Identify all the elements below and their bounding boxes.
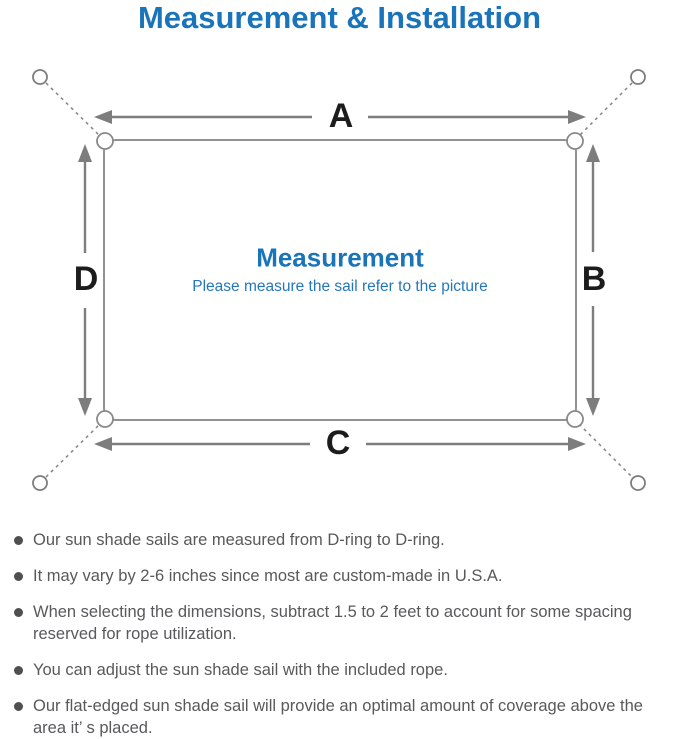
list-item: It may vary by 2-6 inches since most are… <box>14 565 670 587</box>
note-text: You can adjust the sun shade sail with t… <box>33 661 448 679</box>
bullet-dot-icon <box>14 702 23 711</box>
side-label-d: D <box>73 260 99 298</box>
arrow-a-left-head-icon <box>94 110 112 124</box>
anchor-bottom-right-icon <box>630 475 646 491</box>
page-title: Measurement & Installation <box>137 0 542 35</box>
note-text: Our sun shade sails are measured from D-… <box>33 531 445 549</box>
bullet-dot-icon <box>14 608 23 617</box>
side-label-a: A <box>328 97 354 135</box>
rope-top-left-line <box>45 82 101 137</box>
sail-outline <box>103 139 577 421</box>
note-text: Our flat-edged sun shade sail will provi… <box>33 697 643 737</box>
rope-lines <box>45 82 633 478</box>
d-ring-top-left-icon <box>96 132 114 150</box>
measure-arrows <box>78 110 600 451</box>
arrow-c-right-head-icon <box>568 437 586 451</box>
d-ring-bottom-right-icon <box>566 410 584 428</box>
rope-bottom-right-line <box>578 423 633 478</box>
bullet-dot-icon <box>14 666 23 675</box>
list-item: Our flat-edged sun shade sail will provi… <box>14 695 670 739</box>
anchor-bottom-left-icon <box>32 475 48 491</box>
side-label-c: C <box>325 424 351 462</box>
arrow-d-top-head-icon <box>78 144 92 162</box>
list-item: You can adjust the sun shade sail with t… <box>14 659 670 681</box>
d-ring-bottom-left-icon <box>96 410 114 428</box>
corner-d-rings <box>96 132 584 428</box>
notes-list: Our sun shade sails are measured from D-… <box>14 529 670 739</box>
side-label-b: B <box>581 260 607 298</box>
arrow-a-right-head-icon <box>568 110 586 124</box>
anchor-points <box>32 69 646 491</box>
list-item: Our sun shade sails are measured from D-… <box>14 529 670 551</box>
rope-bottom-left-line <box>45 423 101 478</box>
note-text: It may vary by 2-6 inches since most are… <box>33 567 503 585</box>
arrow-b-top-head-icon <box>586 144 600 162</box>
bullet-dot-icon <box>14 572 23 581</box>
bullet-dot-icon <box>14 536 23 545</box>
d-ring-top-right-icon <box>566 132 584 150</box>
anchor-top-left-icon <box>32 69 48 85</box>
list-item: When selecting the dimensions, subtract … <box>14 601 670 645</box>
measurement-diagram <box>32 69 646 491</box>
diagram-subheading: Please measure the sail refer to the pic… <box>192 278 488 295</box>
rope-top-right-line <box>578 82 633 137</box>
arrow-c-left-head-icon <box>94 437 112 451</box>
arrow-d-bottom-head-icon <box>78 398 92 416</box>
arrow-b-bottom-head-icon <box>586 398 600 416</box>
anchor-top-right-icon <box>630 69 646 85</box>
diagram-heading: Measurement <box>256 242 424 273</box>
note-text: When selecting the dimensions, subtract … <box>33 603 632 643</box>
